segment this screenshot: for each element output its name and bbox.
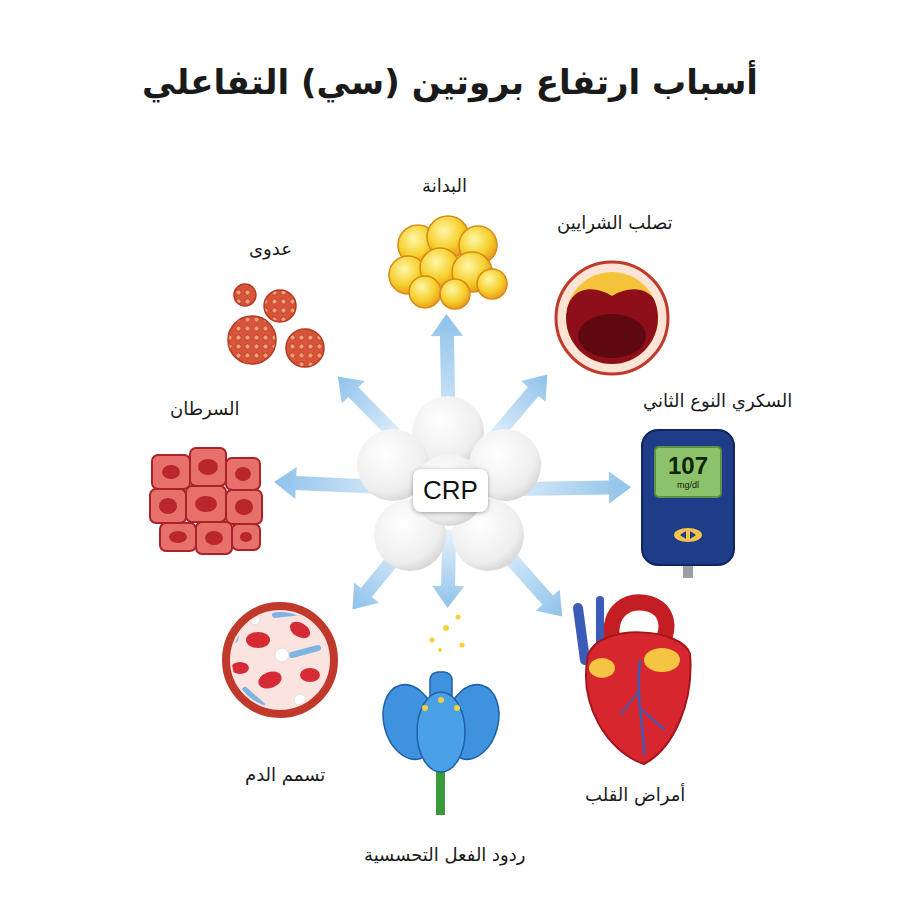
cause-label: السرطان [170, 398, 240, 419]
heart-part [589, 658, 615, 678]
cancer-cells-part [160, 523, 196, 551]
crp-spheres [357, 396, 541, 571]
cancer-cells-part [186, 486, 226, 522]
cause-label: أمراض القلب [585, 784, 685, 805]
cancer-cells-part-part [240, 532, 252, 542]
diagram-title: أسباب ارتفاع بروتين (سي) التفاعلي [0, 62, 900, 102]
blood-vessel-part-part [235, 612, 318, 705]
artery-cross-section-part [566, 289, 660, 366]
cancer-cells-part [190, 448, 226, 486]
heart-part [644, 648, 680, 672]
cause-node: عدوى [205, 238, 335, 378]
cause-node: أمراض القلب [565, 592, 705, 805]
blood-vessel-part-part-part [292, 648, 318, 655]
cause-node: تسمم الدم [220, 600, 350, 785]
cancer-cells [150, 448, 262, 554]
screen-reading: mg/dl [677, 480, 699, 490]
cause-node: تصلب الشرايين [550, 212, 680, 377]
blood-vessel-part-part [287, 618, 313, 641]
microbes-part [234, 284, 256, 306]
blood-vessel-part-part [300, 668, 320, 682]
blood-vessel [226, 606, 334, 714]
cancer-cells-part [226, 458, 260, 490]
cancer-cells-part-part [169, 531, 187, 543]
crp-label: CRP [413, 469, 488, 512]
flower-part-part [430, 638, 435, 643]
cancer-cells-part [159, 459, 253, 545]
glucometer [642, 430, 734, 578]
blood-vessel-part-part [256, 668, 284, 691]
cancer-cells-part-part [195, 496, 217, 512]
cancer-cells-part-part [235, 467, 251, 481]
cause-node: السكري النوع الثاني [635, 390, 800, 582]
blood-vessel-part-part [246, 632, 270, 648]
heart-part [586, 632, 690, 764]
cause-label: ردود الفعل التحسسية [364, 844, 526, 865]
cancer-cells-part [196, 522, 232, 554]
glucometer-part [642, 430, 734, 565]
flower-part-part [438, 697, 444, 703]
artery-cross-section [556, 262, 668, 374]
cancer-cells-part [226, 490, 262, 524]
flower-part-part [443, 625, 449, 631]
flower-part-part [438, 648, 442, 652]
cause-node: البدانة [385, 175, 505, 310]
cause-label: السكري النوع الثاني [643, 390, 792, 411]
flower-part-part [456, 615, 461, 620]
fat-cells-part [440, 279, 470, 309]
cause-label: البدانة [422, 175, 467, 196]
cancer-cells-part-part [205, 531, 223, 545]
cancer-cells-part [232, 524, 260, 550]
glucometer-part [680, 531, 696, 539]
blood-vessel-part [231, 612, 320, 706]
heart-part [578, 608, 585, 660]
cause-label: تسمم الدم [245, 764, 325, 785]
artery-cross-section-part-part [566, 289, 660, 366]
cause-node: ردود الفعل التحسسية [350, 612, 540, 865]
flower-part [417, 692, 465, 772]
flower-part [430, 615, 465, 653]
screen-reading: 107 [668, 452, 708, 480]
blood-vessel-part-part [275, 648, 289, 662]
microbes-part [286, 329, 324, 367]
fat-cells-part [477, 269, 507, 299]
blood-vessel-part-part-part [245, 690, 262, 705]
heart-part [620, 690, 665, 730]
microbes-part [264, 290, 296, 322]
microbes [228, 284, 324, 367]
flower-part-part [454, 705, 460, 711]
microbes-part [228, 316, 276, 364]
cause-label: تصلب الشرايين [557, 212, 673, 233]
heart [578, 600, 691, 764]
cancer-cells-part-part [159, 498, 177, 514]
fat-cells [389, 216, 507, 309]
blood-vessel-part-part [250, 615, 260, 625]
crp-node: CRP [380, 420, 520, 560]
artery-cross-section-part-part [578, 314, 646, 358]
flower-part [422, 697, 460, 711]
cause-label: عدوى [249, 238, 292, 259]
flower [375, 615, 507, 816]
cancer-cells-part [152, 455, 190, 489]
heart-part [639, 660, 644, 755]
cancer-cells-part-part [235, 499, 253, 515]
cause-node: السرطان [140, 398, 270, 560]
flower-part-part [460, 643, 465, 648]
cancer-cells-part-part [162, 465, 180, 479]
blood-vessel-part-part-part [235, 625, 238, 640]
blood-vessel-part-part-part [275, 612, 300, 615]
cancer-cells-part [150, 489, 186, 523]
artery-cross-section-part [556, 262, 668, 374]
glucometer-part [655, 447, 721, 497]
glucometer-part [674, 528, 702, 542]
fat-cells-part [409, 276, 441, 308]
blood-vessel-part [226, 606, 334, 714]
blood-vessel-part-part [231, 662, 249, 674]
flower-part-part [422, 705, 428, 711]
blood-vessel-part-part [294, 694, 306, 706]
cancer-cells-part-part [198, 459, 218, 475]
